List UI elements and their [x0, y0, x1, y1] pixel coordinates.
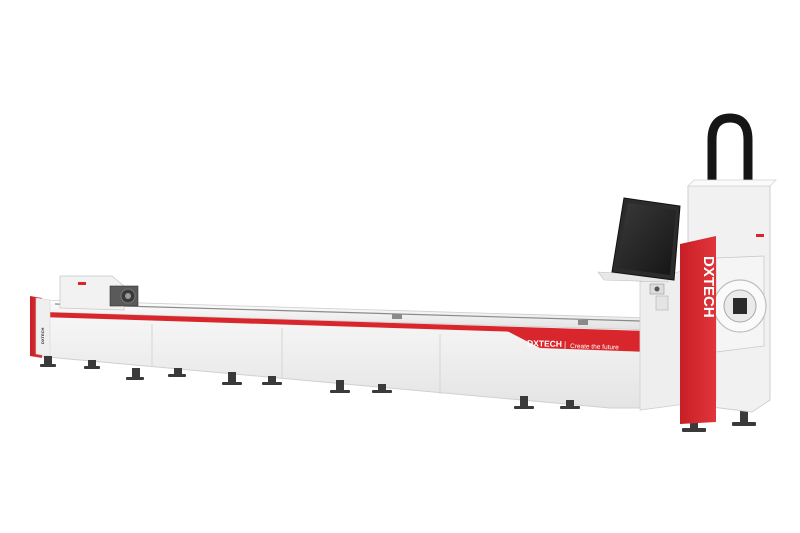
foot [228, 372, 236, 382]
brand-logo: DXTECH [527, 338, 562, 349]
foot [174, 368, 182, 374]
red-label-band [505, 330, 650, 352]
foot [88, 360, 96, 366]
foot [514, 406, 534, 409]
foot [168, 374, 186, 377]
side-end-logo: DXTECH [40, 327, 45, 344]
foot [330, 390, 350, 393]
rear-chuck-badge [78, 282, 86, 285]
foot [84, 366, 100, 369]
foot [378, 384, 386, 390]
foot [520, 396, 528, 406]
foot [268, 376, 276, 382]
foot [372, 390, 392, 393]
tower-red-badge [756, 234, 764, 237]
foot [566, 400, 574, 406]
brand-separator: | [564, 340, 566, 349]
control-bracket [655, 295, 669, 311]
rear-chuck-hub [125, 293, 131, 299]
monitor-screen [616, 203, 676, 275]
chuck-jaw-opening [733, 298, 747, 314]
rail-fitting [392, 314, 402, 319]
foot [740, 408, 748, 422]
foot [40, 364, 56, 367]
foot [262, 382, 282, 385]
foot [336, 380, 344, 390]
control-knob [654, 286, 660, 292]
tower-top [687, 179, 777, 187]
foot [222, 382, 242, 385]
machine-feet [40, 356, 756, 432]
bed-left-end-white [35, 297, 51, 357]
foot [682, 428, 706, 432]
red-accent-stripe [40, 312, 650, 336]
foot [560, 406, 580, 409]
foot [132, 368, 140, 377]
foot [126, 377, 144, 380]
column-brand-logo: DXTECH [700, 256, 717, 318]
brand-slogan: Create the future [570, 343, 619, 351]
rail-fitting [578, 320, 588, 325]
red-logo-column [680, 236, 716, 424]
foot [732, 422, 756, 426]
foot [44, 356, 52, 364]
bed-track-line [54, 303, 641, 322]
cable-drag-chain [707, 113, 753, 195]
